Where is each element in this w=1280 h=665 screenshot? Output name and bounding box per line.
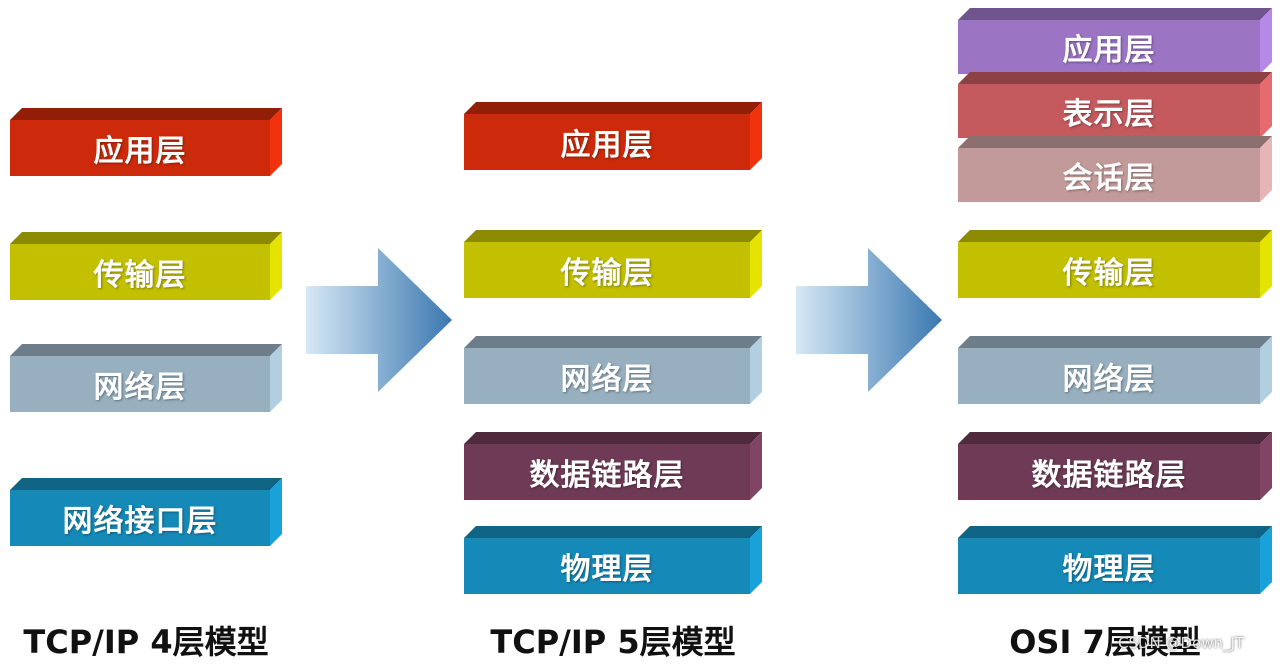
block-label: 数据链路层 [464, 444, 750, 500]
tcp5-caption: TCP/IP 5层模型 [490, 623, 736, 661]
block-label: 表示层 [958, 84, 1260, 138]
tcp5-layer-network: 网络层 [464, 336, 762, 404]
osi-layer-presentation: 表示层 [958, 72, 1272, 138]
block-side-face [1260, 336, 1272, 404]
block-top-face [464, 432, 762, 444]
block-side-face [1260, 526, 1272, 594]
osi-layer-data-link: 数据链路层 [958, 432, 1272, 500]
block-side-face [1260, 230, 1272, 298]
block-label: 网络层 [958, 348, 1260, 404]
block-label: 应用层 [464, 114, 750, 170]
block-side-face [750, 526, 762, 594]
block-label: 传输层 [958, 242, 1260, 298]
tcp5-layer-data-link: 数据链路层 [464, 432, 762, 500]
block-top-face [464, 336, 762, 348]
tcp4-layer-transport: 传输层 [10, 232, 282, 300]
block-label: 传输层 [10, 244, 270, 300]
block-top-face [10, 232, 282, 244]
block-side-face [1260, 72, 1272, 138]
block-side-face [750, 230, 762, 298]
block-side-face [1260, 136, 1272, 202]
osi-layer-session: 会话层 [958, 136, 1272, 202]
block-top-face [958, 526, 1272, 538]
block-side-face [750, 102, 762, 170]
block-top-face [958, 136, 1272, 148]
block-top-face [464, 102, 762, 114]
block-top-face [958, 8, 1272, 20]
block-label: 物理层 [464, 538, 750, 594]
block-top-face [958, 72, 1272, 84]
right-arrow-icon [306, 248, 452, 392]
block-label: 会话层 [958, 148, 1260, 202]
watermark: CSDN @Down_JT [1118, 634, 1245, 652]
block-top-face [464, 230, 762, 242]
osi-layer-physical: 物理层 [958, 526, 1272, 594]
block-side-face [270, 232, 282, 300]
block-label: 数据链路层 [958, 444, 1260, 500]
tcp5-layer-physical: 物理层 [464, 526, 762, 594]
block-top-face [10, 478, 282, 490]
block-side-face [1260, 8, 1272, 74]
block-top-face [958, 432, 1272, 444]
block-top-face [958, 230, 1272, 242]
tcp4-caption: TCP/IP 4层模型 [23, 623, 269, 661]
block-label: 网络接口层 [10, 490, 270, 546]
tcp4-layer-network: 网络层 [10, 344, 282, 412]
block-side-face [750, 336, 762, 404]
osi-layer-transport: 传输层 [958, 230, 1272, 298]
block-side-face [270, 478, 282, 546]
block-side-face [270, 108, 282, 176]
block-label: 传输层 [464, 242, 750, 298]
block-label: 应用层 [958, 20, 1260, 74]
block-side-face [750, 432, 762, 500]
osi-layer-network: 网络层 [958, 336, 1272, 404]
block-label: 物理层 [958, 538, 1260, 594]
tcp5-layer-transport: 传输层 [464, 230, 762, 298]
tcp4-layer-application: 应用层 [10, 108, 282, 176]
block-label: 网络层 [10, 356, 270, 412]
block-side-face [270, 344, 282, 412]
block-top-face [464, 526, 762, 538]
right-arrow-icon [796, 248, 942, 392]
osi-layer-application: 应用层 [958, 8, 1272, 74]
block-side-face [1260, 432, 1272, 500]
osi-caption: OSI 7层模型 [1009, 623, 1201, 661]
block-label: 网络层 [464, 348, 750, 404]
block-top-face [10, 108, 282, 120]
block-top-face [10, 344, 282, 356]
block-top-face [958, 336, 1272, 348]
tcp4-layer-network-interface: 网络接口层 [10, 478, 282, 546]
block-label: 应用层 [10, 120, 270, 176]
tcp5-layer-application: 应用层 [464, 102, 762, 170]
